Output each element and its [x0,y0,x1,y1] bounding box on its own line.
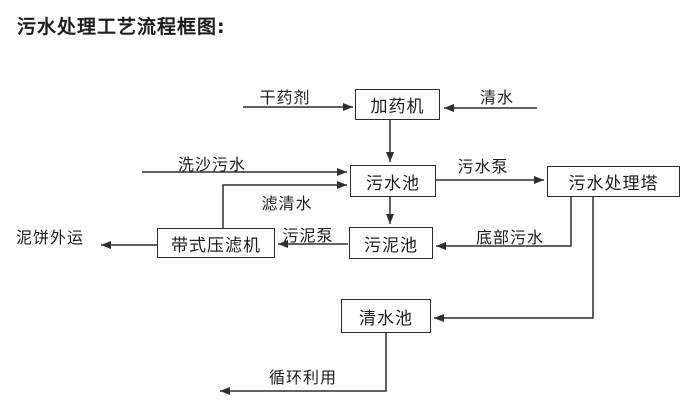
node-sludge-pool: 污泥池 [349,227,433,259]
edge-label-filtered-water: 滤清水 [261,194,313,213]
node-belt-filter-press: 带式压滤机 [157,228,275,258]
edge-recycle-line [220,333,387,395]
edge-label-sludge-pump: 污泥泵 [282,226,334,245]
node-treatment-tower: 污水处理塔 [547,166,680,197]
node-sewage-pool: 污水池 [350,165,436,197]
edge-label-mud-cake-out: 泥饼外运 [16,228,85,247]
edge-label-dry-agent: 干药剂 [259,88,311,107]
diagram-title: 污水处理工艺流程框图: [17,16,226,38]
edge-filtered-water-line [222,181,347,228]
edge-label-sewage-pump: 污水泵 [457,157,509,176]
edge-label-recycle: 循环利用 [268,368,338,387]
edge-label-clean-water: 清水 [479,88,515,107]
node-clean-water-pool: 清水池 [341,299,431,333]
edge-tower-to-clean-pool-line [434,197,594,322]
node-dosing-machine: 加药机 [355,89,440,120]
edge-label-sand-washing-sewage: 洗沙污水 [177,155,247,174]
edge-bottom-sewage-line [436,197,572,250]
edge-label-bottom-sewage: 底部污水 [475,228,545,247]
